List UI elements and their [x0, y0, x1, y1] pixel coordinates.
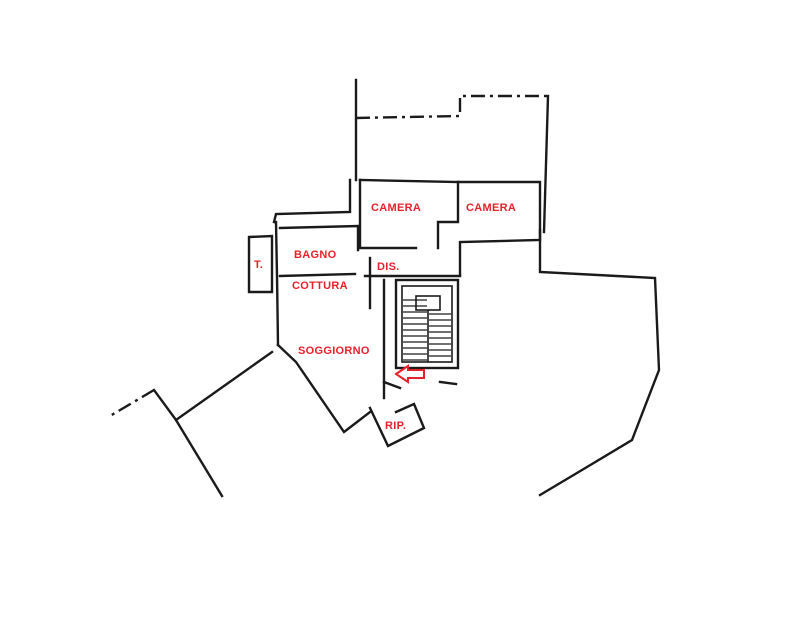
- room-label-t: T.: [254, 259, 263, 271]
- lower-left-outside: [109, 350, 274, 498]
- room-label-dis: DIS.: [377, 261, 400, 273]
- stairwell: [394, 278, 460, 370]
- room-label-cottura: COTTURA: [292, 280, 348, 292]
- stair-steps-right: [429, 313, 451, 357]
- apartment-walls: [247, 220, 462, 347]
- room-label-rip: RIP.: [385, 420, 406, 432]
- room-label-bagno: BAGNO: [294, 249, 337, 261]
- soggiorno-lower-walls: [276, 278, 458, 448]
- bedrooms-walls: [272, 178, 542, 277]
- upper-boundary: [354, 78, 550, 234]
- left-arrow-icon: [394, 364, 425, 384]
- room-label-camera-2: CAMERA: [466, 202, 516, 214]
- room-label-soggiorno: SOGGIORNO: [298, 345, 370, 357]
- right-outer-contour: [538, 228, 661, 497]
- room-label-camera-1: CAMERA: [371, 202, 421, 214]
- stair-steps-left: [403, 299, 427, 361]
